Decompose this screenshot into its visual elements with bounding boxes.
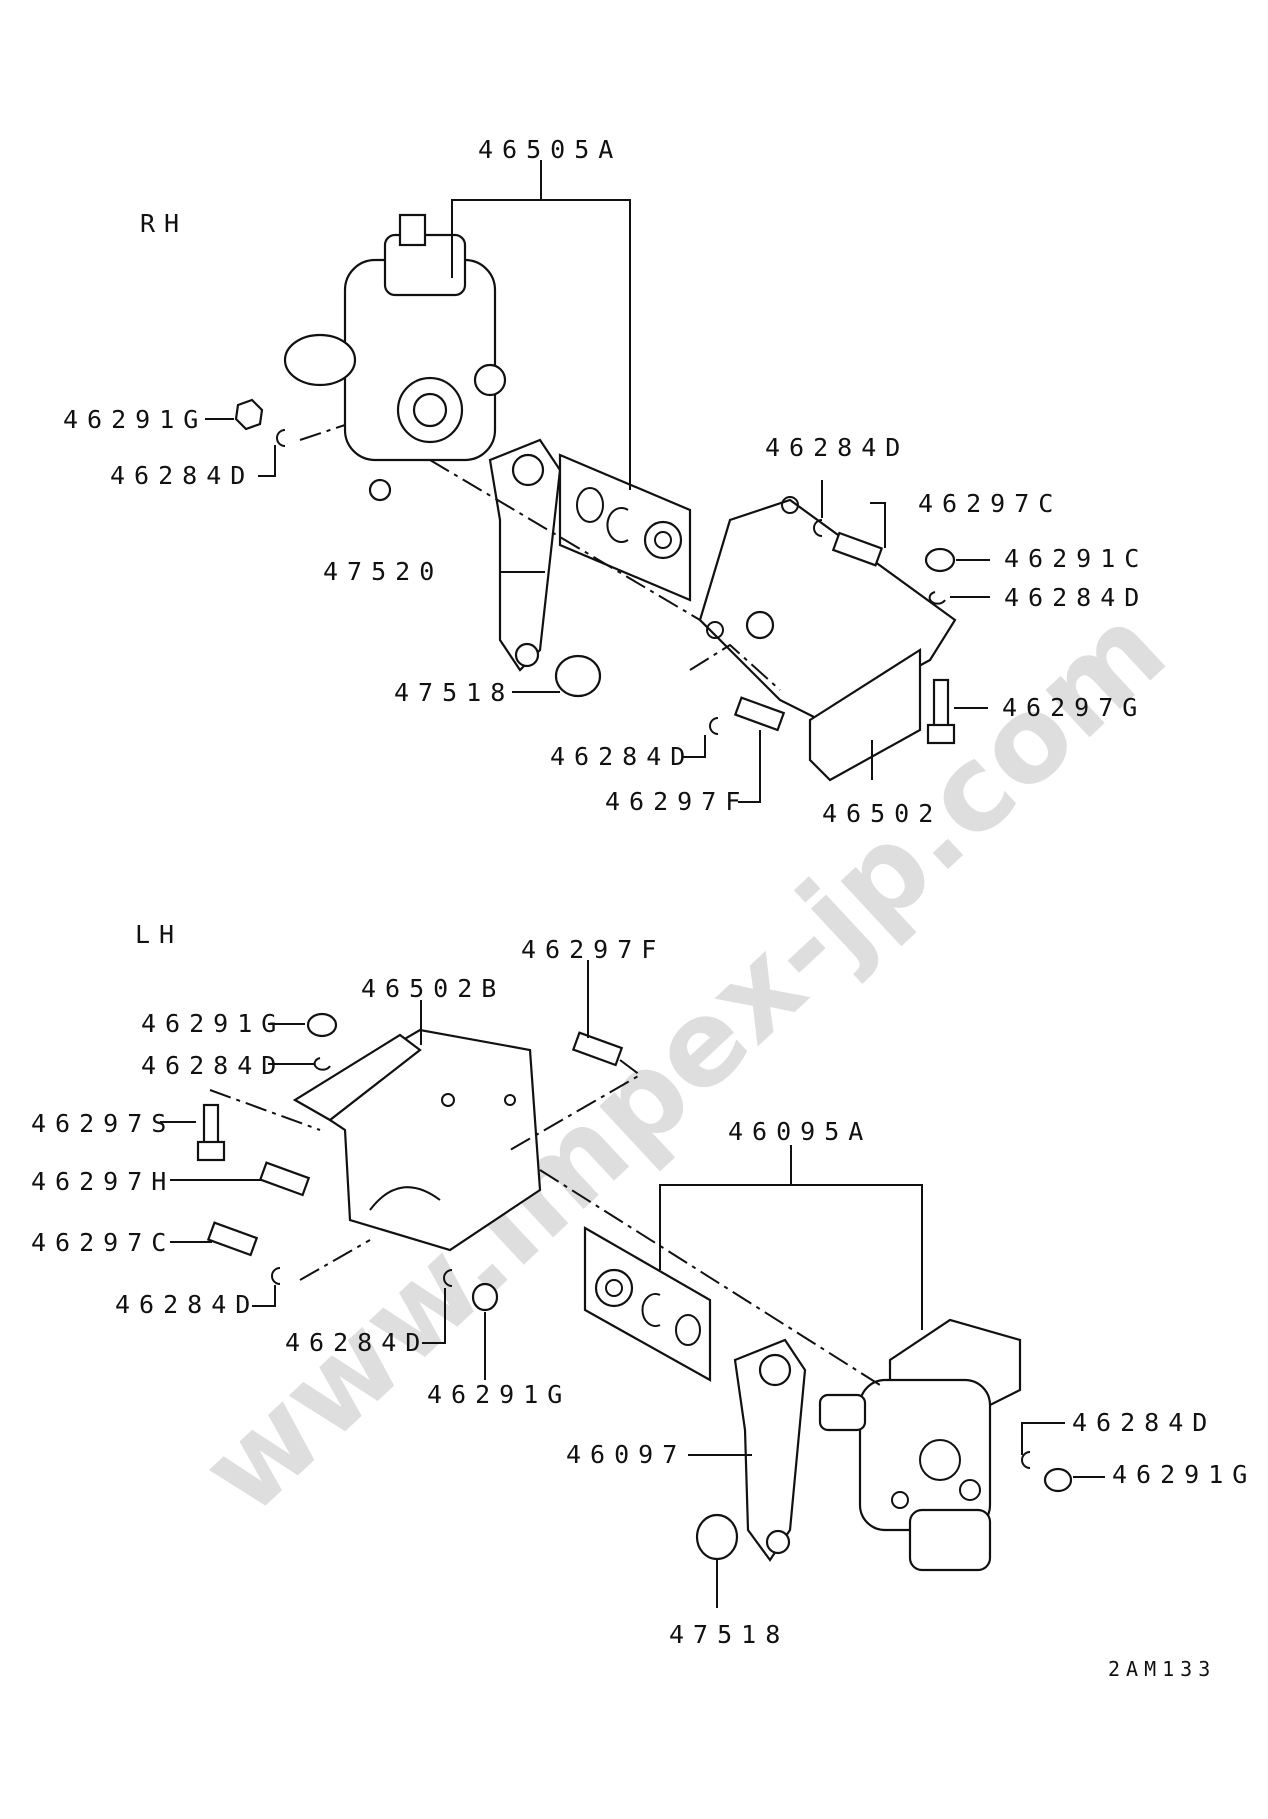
lh-bracket <box>292 1028 542 1252</box>
rh-pitman-arm <box>488 438 562 672</box>
label-46291C[interactable]: 46291C <box>1004 544 1148 573</box>
label-46284D[interactable]: 46284D <box>1004 583 1148 612</box>
lh-seal-kit <box>583 1226 712 1382</box>
lh-steering-gear <box>818 1318 1022 1572</box>
label-46284D[interactable]: 46284D <box>141 1051 285 1080</box>
rh-steering-gear <box>283 213 507 502</box>
label-46291G[interactable]: 46291G <box>1112 1460 1256 1489</box>
label-46297F[interactable]: 46297F <box>521 935 665 964</box>
label-46297G[interactable]: 46297G <box>1002 693 1146 722</box>
label-46297F[interactable]: 46297F <box>605 787 749 816</box>
label-46297C[interactable]: 46297C <box>31 1228 175 1257</box>
rh-seal-kit <box>558 453 692 602</box>
label-46284D[interactable]: 46284D <box>285 1328 429 1357</box>
lh-fasteners <box>196 1012 1073 1493</box>
rh-bracket <box>698 496 957 782</box>
watermark: www.impex-jp.com <box>175 580 1191 1541</box>
label-46291G[interactable]: 46291G <box>427 1380 571 1409</box>
label-47518[interactable]: 47518 <box>394 678 514 707</box>
section-lh: LH <box>135 920 183 949</box>
label-47518[interactable]: 47518 <box>669 1620 789 1649</box>
label-46097[interactable]: 46097 <box>566 1440 686 1469</box>
section-rh: RH <box>140 209 188 238</box>
label-46297H[interactable]: 46297H <box>31 1167 175 1196</box>
label-46291G[interactable]: 46291G <box>141 1009 285 1038</box>
label-46284D[interactable]: 46284D <box>115 1290 259 1319</box>
diagram-code: 2AM133 <box>1108 1657 1216 1681</box>
lh-seal <box>695 1513 739 1561</box>
lh-pitman-arm <box>733 1338 807 1562</box>
label-46502B[interactable]: 46502B <box>361 974 505 1003</box>
label-47520[interactable]: 47520 <box>323 557 443 586</box>
label-46284D[interactable]: 46284D <box>110 461 254 490</box>
label-46284D[interactable]: 46284D <box>1072 1408 1216 1437</box>
label-46297S[interactable]: 46297S <box>31 1109 175 1138</box>
label-46502[interactable]: 46502 <box>822 799 942 828</box>
rh-seal <box>554 654 602 698</box>
label-46297C[interactable]: 46297C <box>918 489 1062 518</box>
label-46505A[interactable]: 46505A <box>478 135 622 164</box>
label-46284D[interactable]: 46284D <box>765 433 909 462</box>
label-46095A[interactable]: 46095A <box>728 1117 872 1146</box>
rh-fasteners <box>234 398 956 745</box>
label-46291G[interactable]: 46291G <box>63 405 207 434</box>
label-46284D[interactable]: 46284D <box>550 742 694 771</box>
